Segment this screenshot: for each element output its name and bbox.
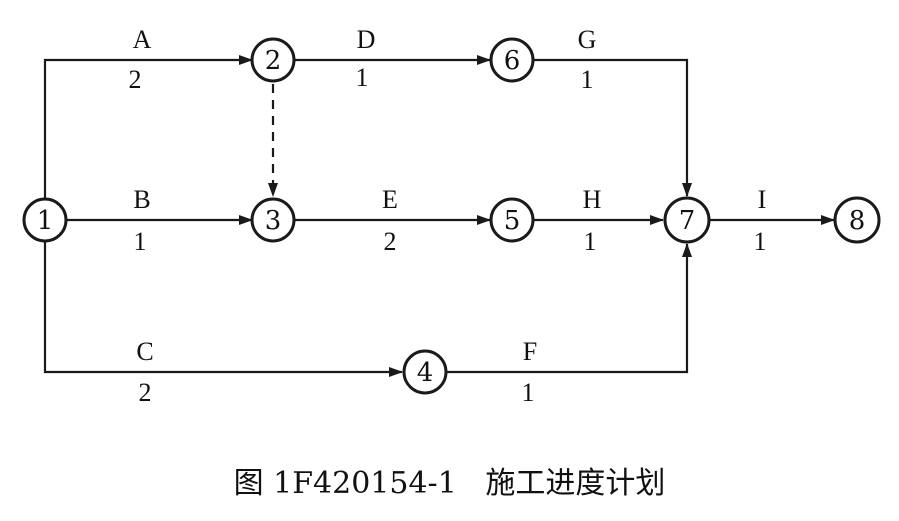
edge-A <box>43 55 253 200</box>
activity-duration-H: 1 <box>584 227 597 256</box>
node-8-label: 8 <box>849 206 866 236</box>
node-5-label: 5 <box>504 206 521 236</box>
node-4-label: 4 <box>417 358 434 388</box>
activity-duration-A: 2 <box>129 65 142 94</box>
activity-label-B: B <box>133 185 150 214</box>
node-4: 4 <box>402 349 448 395</box>
node-3: 3 <box>250 197 296 243</box>
activity-label-C: C <box>136 337 153 366</box>
activity-duration-C: 2 <box>139 378 152 407</box>
node-8: 8 <box>833 196 881 244</box>
node-1: 1 <box>22 197 68 243</box>
activity-label-F: F <box>523 337 537 366</box>
activity-duration-E: 2 <box>384 227 397 256</box>
node-6-label: 6 <box>504 46 521 76</box>
activity-duration-I: 1 <box>754 227 767 256</box>
node-6: 6 <box>489 37 535 83</box>
activity-label-E: E <box>382 185 398 214</box>
activity-duration-G: 1 <box>581 65 594 94</box>
node-7-label: 7 <box>679 206 696 236</box>
activity-label-D: D <box>357 25 376 54</box>
edge-C <box>43 242 403 377</box>
node-1-label: 1 <box>37 206 54 236</box>
activity-duration-D: 1 <box>356 63 369 92</box>
activity-label-H: H <box>583 185 602 214</box>
node-5: 5 <box>489 197 535 243</box>
edge-F <box>447 243 692 374</box>
edge-G <box>533 58 692 197</box>
activity-duration-B: 1 <box>134 227 147 256</box>
activity-label-A: A <box>133 25 152 54</box>
activity-duration-F: 1 <box>522 378 535 407</box>
node-3-label: 3 <box>265 206 282 236</box>
activity-label-I: I <box>758 185 767 214</box>
node-2: 2 <box>250 37 296 83</box>
node-7: 7 <box>663 196 711 244</box>
figure-caption: 图 1F420154-1 施工进度计划 <box>233 466 666 501</box>
node-2-label: 2 <box>265 46 282 76</box>
activity-label-G: G <box>578 25 597 54</box>
